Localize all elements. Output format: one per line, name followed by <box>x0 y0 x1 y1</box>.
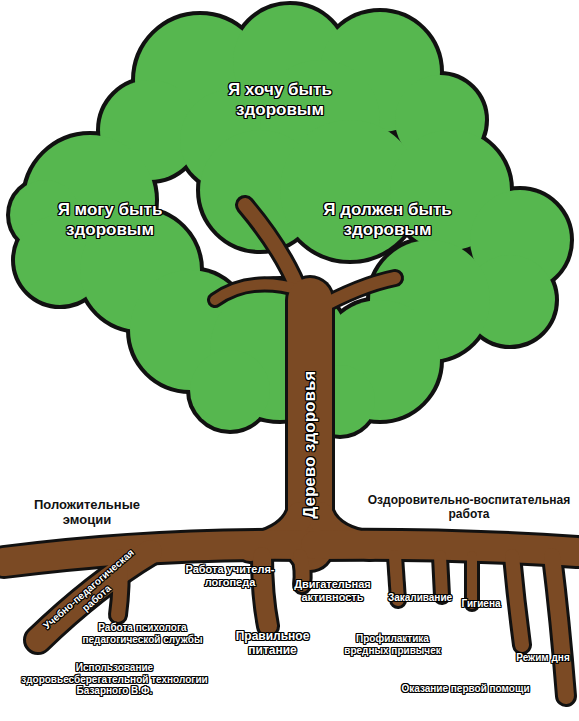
root <box>315 545 577 552</box>
trunk-title: Дерево здоровья <box>300 365 320 525</box>
root-label: Закаливание <box>375 592 465 604</box>
root <box>512 556 522 645</box>
root <box>467 556 477 604</box>
root-label: Работа учителя-логопеда <box>170 563 290 588</box>
wood-outline <box>4 205 577 696</box>
root-label: Оказание первой помощи <box>398 683 533 695</box>
side-heading: Положительные эмоции <box>12 498 162 528</box>
crown-text: Я могу быть здоровым <box>35 200 185 239</box>
crown-text: Я должен быть здоровым <box>300 200 475 239</box>
crown-text: Я хочу быть здоровым <box>200 80 360 119</box>
branch <box>215 284 300 300</box>
root-label: Работа психолога педагогической службы <box>80 622 205 645</box>
root <box>464 556 480 604</box>
root-label: Гигиена <box>450 598 512 610</box>
root-label: Двигательная активность <box>285 578 380 603</box>
root <box>440 556 442 596</box>
root-label: Профилактика вредных привычек <box>335 633 450 656</box>
wood-fill <box>4 205 577 696</box>
root <box>315 545 577 552</box>
side-heading: Оздоровительно-воспитательная работа <box>362 494 576 522</box>
root <box>440 556 442 596</box>
root <box>552 556 566 696</box>
root-label: Правильное питание <box>215 630 330 658</box>
root-label: Режим дня <box>515 652 571 664</box>
root <box>552 556 566 696</box>
root-label: Использование здоровьесберегательной тех… <box>12 662 217 697</box>
root <box>512 556 522 645</box>
